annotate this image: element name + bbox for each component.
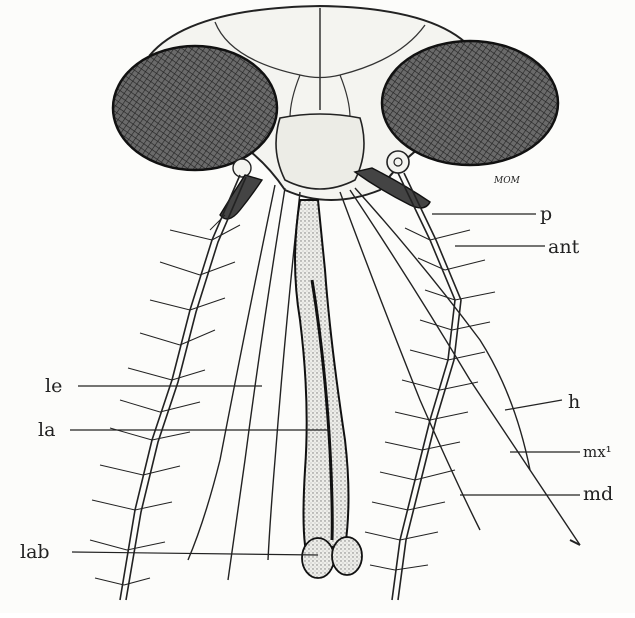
label-md: md xyxy=(583,483,613,505)
labium xyxy=(295,200,349,548)
antenna-left xyxy=(90,175,246,600)
label-h: h xyxy=(568,391,580,413)
artist-signature: MOM xyxy=(493,176,521,186)
compound-eye-left xyxy=(113,46,277,170)
stylet-left-outer xyxy=(188,185,275,560)
label-mx1: mx¹ xyxy=(583,443,612,461)
maxilla-right xyxy=(350,190,580,545)
label-lab: lab xyxy=(20,541,50,563)
hypopharynx xyxy=(355,188,530,470)
stylets xyxy=(188,185,580,580)
label-ant: ant xyxy=(548,236,580,258)
label-le: le xyxy=(45,375,62,397)
label-la: la xyxy=(38,419,55,441)
antenna-right xyxy=(365,173,495,600)
antenna-socket-right xyxy=(387,151,409,173)
compound-eye-right xyxy=(382,41,558,165)
stylet-left-inner xyxy=(228,188,285,580)
label-p: p xyxy=(540,203,552,225)
antenna-socket-left xyxy=(233,159,251,177)
